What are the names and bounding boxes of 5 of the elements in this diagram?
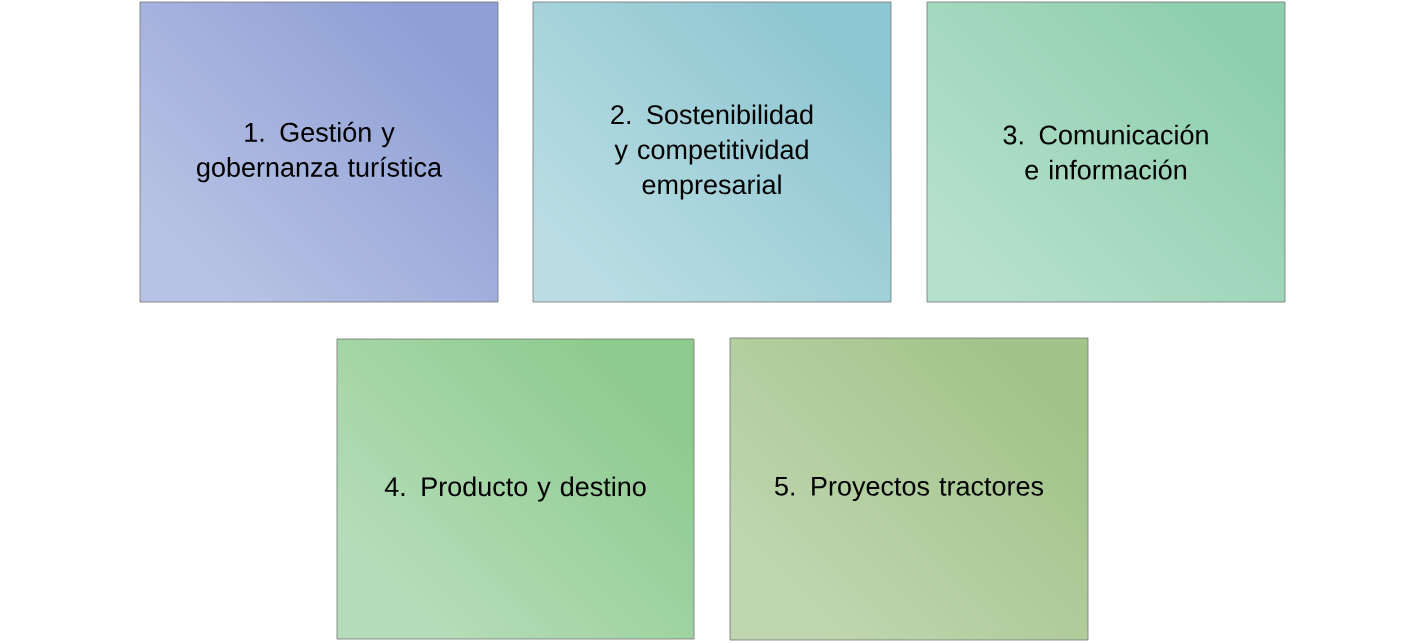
text-box: 4. Producto y destino: [336, 338, 695, 640]
text-box: 3. Comunicación e información: [926, 1, 1286, 303]
text-box: 2. Sostenibilidad y competitividad empresarial: [532, 1, 892, 303]
text-box: 5. Proyectos tractores: [729, 337, 1089, 641]
text-box: 1. Gestión y gobernanza turística: [139, 1, 499, 303]
